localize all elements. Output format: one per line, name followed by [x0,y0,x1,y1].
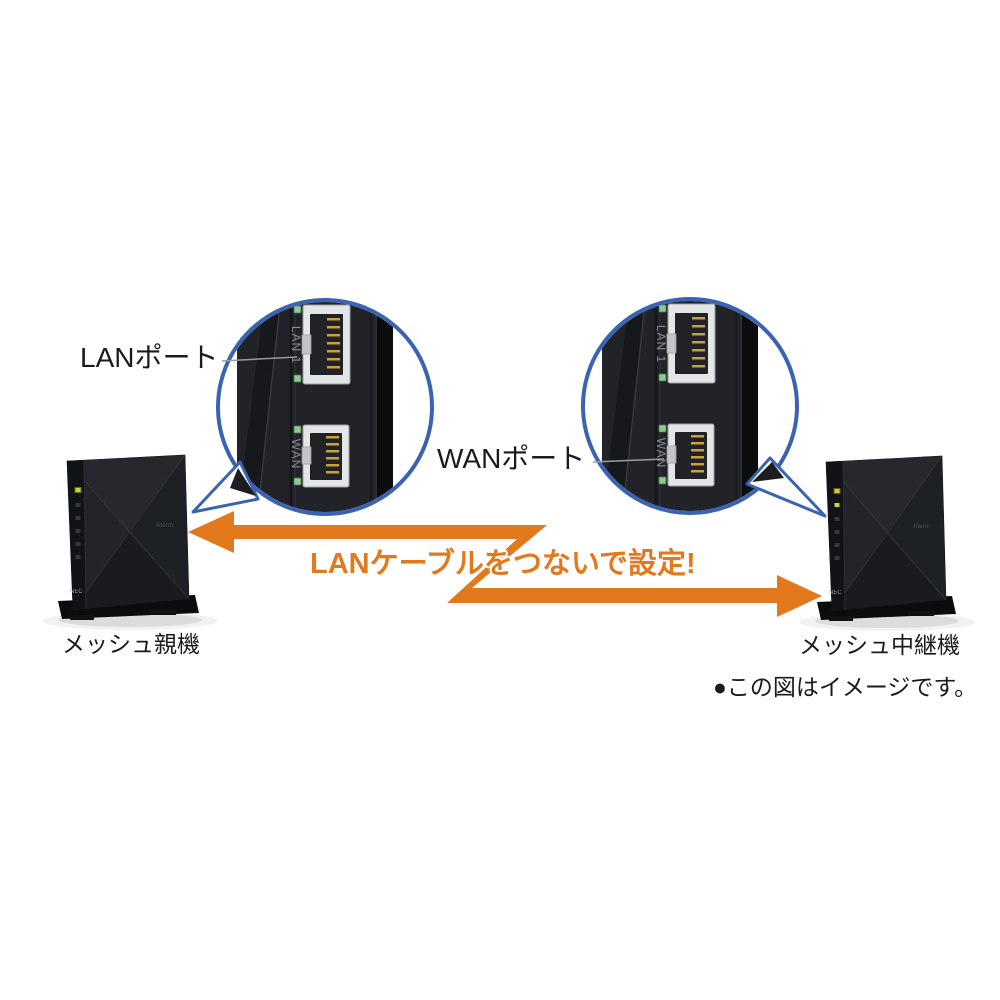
lan-port-marking: LAN 1 [289,326,303,364]
magnifier-ring [581,297,799,515]
lan-port-callout-label: LANポート [80,342,219,373]
wan-act-led [293,477,302,486]
lan-cable-double-arrow [188,511,822,617]
right-router-illustration: NEC Aterm [799,455,975,631]
lan-port-jack [658,303,716,384]
power-led [834,489,840,493]
wan-link-led [293,425,302,434]
model-logo-text: Aterm [913,523,930,530]
magnifier-ring [216,298,434,516]
mesh-parent-device-label: メッシュ親機 [62,631,200,657]
wan-port-magnifier-circle: LAN 1 WAN [555,271,827,541]
wan-port-jack [293,424,350,488]
router-rear-panel: LAN 1 WAN [237,294,393,520]
lan-link-led [293,305,302,314]
led-strip [826,461,845,611]
wan-leader-line [592,458,665,463]
lan-port-marking: LAN 1 [654,325,668,363]
status-led [834,503,840,507]
wan-port-jack [658,423,715,487]
wan-port-marking: WAN [654,438,668,469]
brand-logo-text: NEC [829,590,842,596]
wan-port-callout-label: WANポート [437,443,586,474]
left-router-illustration: NEC Aterm [42,454,218,630]
wan-port-marking: WAN [289,439,303,470]
cable-instruction-label: LANケーブルをつないで設定! [310,548,696,580]
lan-port-jack [293,304,351,385]
lan-leader-line [221,356,298,362]
wan-act-led [658,476,667,485]
lan-port-magnifier-circle: LAN 1 WAN [190,272,460,542]
x-crease-line [66,460,190,600]
model-logo-text: Aterm [156,522,173,529]
router-rear-panel: LAN 1 WAN [602,293,758,519]
mesh-repeater-device-label: メッシュ中継機 [799,632,960,658]
power-led [75,488,81,492]
lan-link-led [658,304,667,313]
x-crease-line [825,461,947,601]
x-crease-line [831,455,943,612]
wan-link-led [658,424,667,433]
led-strip [67,460,86,610]
x-crease-line [72,454,186,611]
image-disclaimer-note: ●この図はイメージです。 [713,674,978,700]
lan-act-led [293,374,302,383]
lan-act-led [658,373,667,382]
brand-logo-text: NEC [70,589,83,595]
